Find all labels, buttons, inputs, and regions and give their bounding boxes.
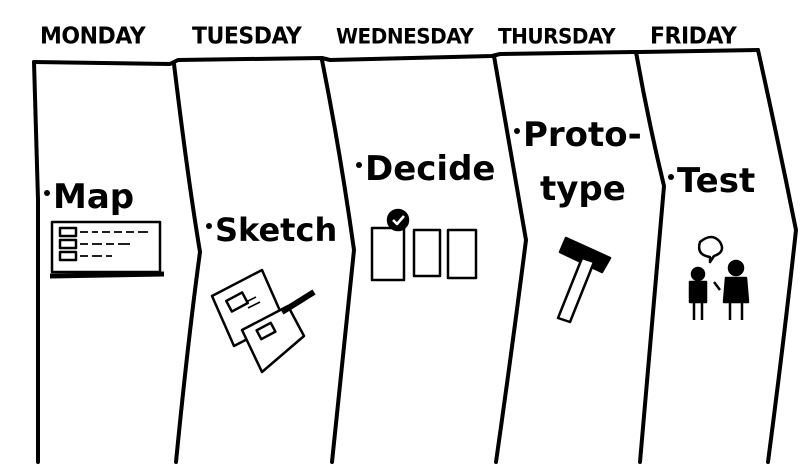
map-board-icon (49, 220, 165, 279)
stage-title-test: Test (668, 164, 755, 198)
day-label-friday: FRIDAY (650, 23, 737, 50)
stage-title-map: Map (44, 180, 134, 214)
bullet-dot-icon (44, 189, 50, 196)
frame-left-edge (32, 60, 40, 464)
bullet-dot-icon (514, 127, 520, 134)
day-label-thursday: THURSDAY (498, 23, 616, 49)
day-label-tuesday: TUESDAY (192, 23, 302, 50)
day-label-wednesday: WEDNESDAY (336, 23, 474, 49)
divider-tue-wed (320, 58, 356, 464)
bullet-dot-icon (206, 223, 212, 229)
stage-title-sketch: Sketch (206, 214, 337, 246)
bullet-dot-icon (356, 161, 362, 168)
frames-top-edge (32, 48, 760, 66)
stage-title-prototype-line2: type (540, 172, 626, 206)
user-interview-icon (688, 235, 750, 320)
stage-label-decide: Decide (365, 149, 496, 189)
checkbox-cards-icon (370, 208, 478, 282)
hammer-icon (556, 236, 612, 324)
stage-label-prototype-line1: Proto- (523, 115, 642, 155)
divider-thu-fri (634, 50, 666, 464)
divider-mon-tue (172, 62, 202, 464)
divider-wed-thu (492, 54, 528, 464)
bullet-dot-icon (668, 173, 674, 180)
sketch-paper-icon (210, 268, 316, 374)
stage-label-map: Map (53, 177, 135, 217)
stage-title-prototype: Proto- (514, 118, 642, 152)
stage-label-prototype-line2: type (540, 169, 626, 209)
stage-label-sketch: Sketch (215, 211, 338, 249)
frame-right-edge (756, 48, 798, 464)
stage-label-test: Test (677, 161, 756, 201)
day-label-monday: MONDAY (40, 23, 146, 50)
stage-title-decide: Decide (356, 152, 496, 186)
